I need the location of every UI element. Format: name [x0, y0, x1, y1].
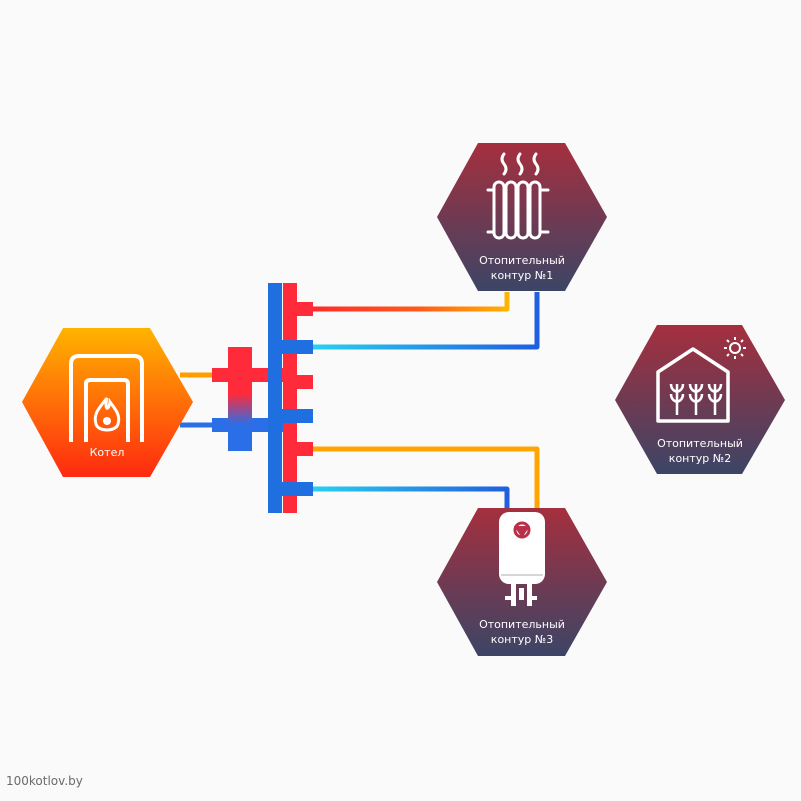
site-watermark: 100kotlov.by: [6, 774, 83, 788]
supply-pipe-circuit-3: [312, 446, 540, 510]
hydraulic-separator: [212, 347, 284, 451]
circuit-1-node: Отопительный контур №1: [437, 143, 607, 291]
sun-icon: [724, 337, 746, 359]
supply-collector: [283, 283, 297, 513]
return-pipe-circuit-1: [312, 292, 540, 350]
greenhouse-icon: [656, 347, 730, 423]
boiler-node: Котел: [22, 328, 193, 477]
circuit-1-label-line2: контур №1: [491, 269, 553, 282]
circuit-3-node: Отопительный контур №3: [437, 508, 607, 656]
circuit-3-label-line2: контур №3: [491, 633, 553, 646]
return-collector: [268, 283, 282, 513]
distribution-manifold: [268, 283, 313, 513]
return-pipe-circuit-3: [312, 486, 510, 510]
circuit-1-label-line1: Отопительный: [479, 254, 565, 267]
water-heater-icon: [499, 512, 545, 606]
boiler-icon: [69, 354, 144, 442]
supply-pipes: [312, 292, 625, 510]
circuit-3-label-line1: Отопительный: [479, 618, 565, 631]
return-pipes: [312, 292, 625, 510]
boiler-pipes: [180, 372, 214, 428]
supply-pipe-circuit-1: [312, 292, 510, 312]
circuit-1-hexagon: [437, 143, 607, 291]
circuit-2-label-line2: контур №2: [669, 452, 731, 465]
radiator-icon: [486, 152, 550, 240]
boiler-label: Котел: [90, 446, 125, 459]
circuit-2-label-line1: Отопительный: [657, 437, 743, 450]
circuit-2-node: Отопительный контур №2: [615, 325, 785, 474]
